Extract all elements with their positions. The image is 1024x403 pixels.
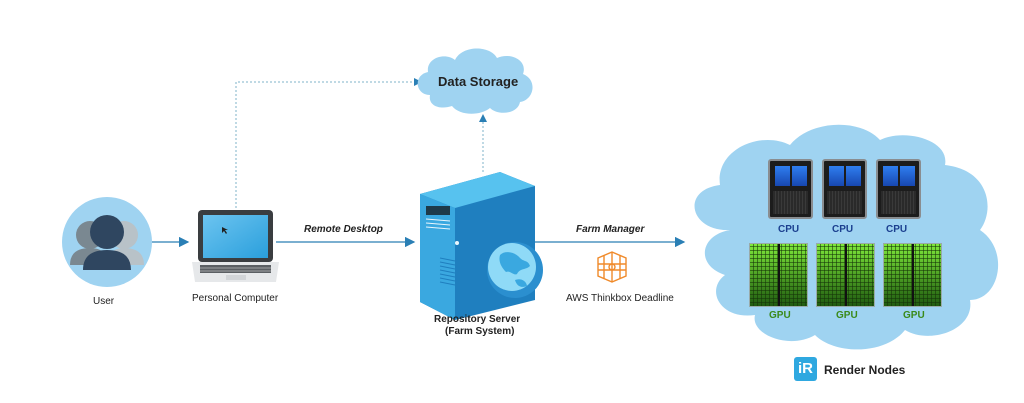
deadline-icon	[597, 251, 627, 283]
user-label: User	[93, 296, 115, 307]
personal-computer-label: Personal Computer	[192, 293, 279, 304]
cpu-chip	[822, 159, 867, 219]
edge-server-to-storage	[479, 114, 487, 172]
gpu-chip	[816, 243, 875, 307]
globe-icon	[487, 242, 543, 298]
render-nodes-label: Render Nodes	[824, 363, 906, 377]
gpu-chip	[883, 243, 942, 307]
cpu-label: CPU	[832, 224, 854, 235]
render-nodes-logo: iR	[794, 357, 817, 381]
repository-server-label: Repository Server	[434, 314, 521, 325]
laptop-icon	[192, 210, 279, 282]
farm-manager-label: Farm Manager	[576, 224, 645, 235]
data-storage-label: Data Storage	[438, 74, 519, 89]
gpu-label: GPU	[769, 310, 791, 321]
user-icon	[62, 197, 152, 287]
cpu-chip	[768, 159, 813, 219]
gpu-chip	[749, 243, 808, 307]
cpu-label: CPU	[886, 224, 908, 235]
cpu-chip	[876, 159, 921, 219]
remote-desktop-label: Remote Desktop	[304, 224, 383, 235]
farm-system-label: (Farm System)	[445, 326, 515, 337]
edge-pc-to-storage	[235, 78, 422, 208]
gpu-label: GPU	[836, 310, 858, 321]
deadline-label: AWS Thinkbox Deadline	[566, 293, 674, 304]
gpu-label: GPU	[903, 310, 925, 321]
cpu-label: CPU	[778, 224, 800, 235]
data-storage-cloud	[417, 48, 533, 114]
